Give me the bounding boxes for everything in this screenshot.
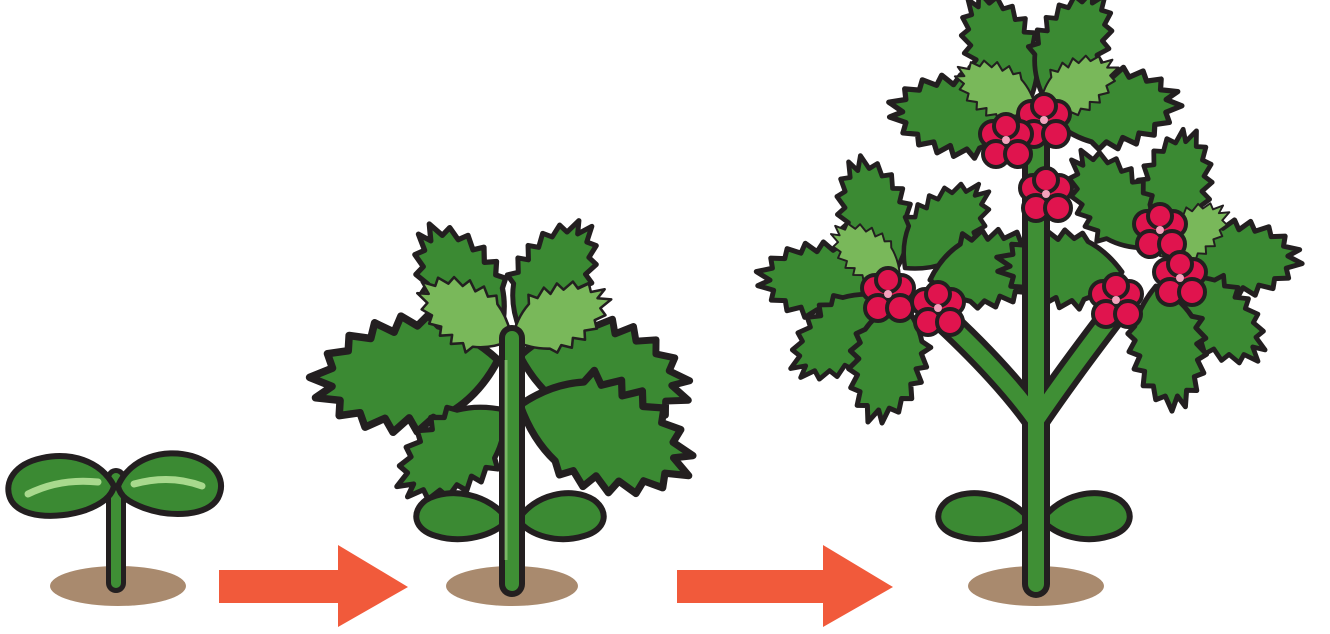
- arrow-right-icon: [219, 545, 408, 627]
- arrow-right-icon: [677, 545, 893, 627]
- seedling-icon: [8, 453, 221, 606]
- young-plant-icon: [303, 202, 712, 606]
- flowering-plant-icon: [755, 0, 1304, 606]
